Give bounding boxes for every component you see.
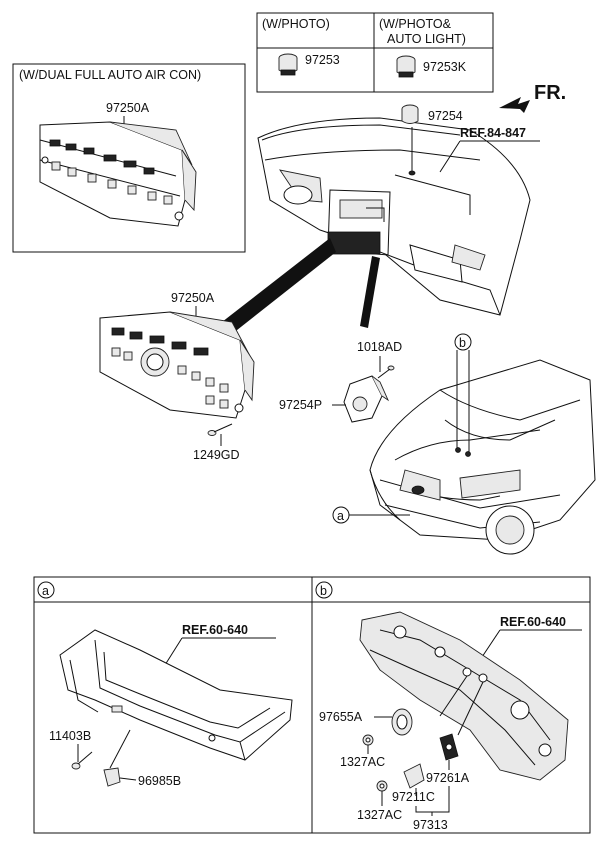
center-sensor-part-number: 97211C — [392, 790, 435, 804]
right-sensor-icon — [439, 733, 459, 761]
sunload-sensor-icon — [401, 104, 419, 124]
photo-auto-variant-header-line1: (W/PHOTO& — [379, 17, 452, 31]
mounting-screw-icon — [207, 423, 233, 436]
upper-nut-icon — [362, 734, 374, 746]
section-a-sensor-part-number: 96985B — [138, 774, 181, 788]
photo-auto-sensor-icon — [396, 55, 416, 78]
grommet-part-number: 97655A — [319, 710, 363, 724]
sunload-sensor-part-number: 97254 — [428, 109, 463, 123]
dash-panel-illustration — [359, 611, 569, 781]
bracket-bolt-icon — [377, 365, 395, 379]
front-direction-label: FR. — [534, 82, 566, 104]
front-arrow-icon — [499, 97, 530, 113]
main-control-panel — [99, 311, 255, 419]
right-sensor-part-number: 97261A — [426, 771, 470, 785]
section-a-reference: REF.60-640 — [182, 623, 248, 637]
callout-b-marker — [454, 333, 472, 351]
ambient-sensor-icon — [103, 729, 131, 787]
photo-sensor-variant-box: (W/PHOTO) (W/PHOTO& AUTO LIGHT) 97253 97… — [256, 12, 494, 93]
photo-sensor-icon — [278, 53, 298, 76]
radiator-support-illustration — [59, 629, 293, 761]
photo-sensor-part-number: 97253 — [305, 53, 340, 67]
lower-nut-icon — [376, 780, 388, 792]
section-a-label: a — [42, 584, 49, 598]
callout-b-label: b — [459, 336, 466, 350]
detail-sections-frame — [33, 576, 591, 834]
front-direction-indicator: FR. — [499, 82, 566, 113]
mounting-screw-part-number: 1249GD — [193, 448, 240, 462]
upper-nut-part-number: 1327AC — [340, 755, 385, 769]
sensor-bracket-icon — [343, 375, 390, 423]
photo-variant-header: (W/PHOTO) — [262, 17, 330, 31]
section-a-bolt-part-number: 11403B — [49, 729, 91, 743]
dual-aircon-part-number: 97250A — [106, 101, 150, 115]
section-b-reference: REF.60-640 — [500, 615, 566, 629]
callout-a-label: a — [337, 509, 344, 523]
dual-aircon-variant-box: (W/DUAL FULL AUTO AIR CON) 97250A — [12, 63, 246, 253]
vehicle-front-illustration — [369, 359, 596, 555]
assembly-part-number: 97313 — [413, 818, 448, 832]
section-a-bolt-icon — [71, 751, 93, 770]
control-panel-leader — [222, 238, 336, 334]
dashboard-reference: REF.84-847 — [460, 126, 526, 140]
sensor-bracket-part-number: 97254P — [279, 398, 322, 412]
section-a-marker — [37, 581, 55, 599]
main-control-panel-part-number: 97250A — [171, 291, 215, 305]
photo-auto-variant-header-line2: AUTO LIGHT) — [387, 32, 466, 46]
photo-auto-sensor-part-number: 97253K — [423, 60, 467, 74]
dual-aircon-control-panel — [39, 121, 197, 227]
dashboard-illustration — [257, 117, 531, 316]
bracket-leader — [360, 256, 380, 328]
dual-aircon-header: (W/DUAL FULL AUTO AIR CON) — [19, 68, 201, 82]
bracket-bolt-part-number: 1018AD — [357, 340, 402, 354]
lower-nut-part-number: 1327AC — [357, 808, 402, 822]
grommet-icon — [391, 708, 413, 736]
center-sensor-icon — [403, 763, 425, 789]
section-b-marker — [315, 581, 333, 599]
section-b-label: b — [320, 584, 327, 598]
